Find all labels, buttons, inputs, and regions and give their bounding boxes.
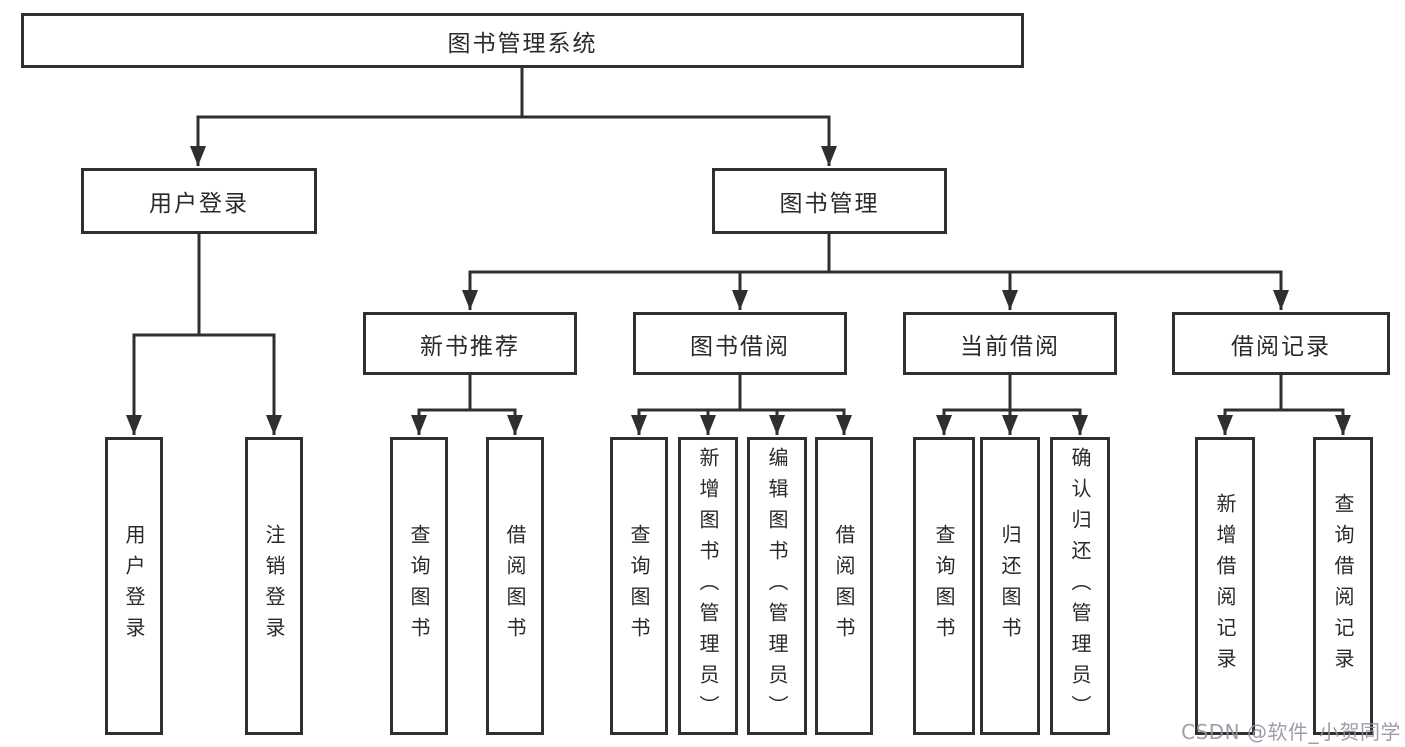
node-label: 查询图书 (407, 524, 431, 648)
node-leaf-return-book: 归还图书 (980, 437, 1040, 735)
node-book-management: 图书管理 (712, 168, 947, 234)
node-leaf-query-borrow-record: 查询借阅记录 (1313, 437, 1373, 735)
node-label: 新增图书（管理员） (696, 446, 720, 726)
node-label: 查询借阅记录 (1331, 493, 1355, 679)
node-label: 用户登录 (149, 191, 249, 217)
node-label: 用户登录 (122, 524, 146, 648)
node-label: 当前借阅 (960, 333, 1060, 360)
connector-book-borrow-children (631, 373, 852, 435)
node-label: 注销登录 (262, 524, 286, 648)
node-book-borrow: 图书借阅 (633, 312, 847, 375)
node-leaf-add-book-admin: 新增图书（管理员） (678, 437, 738, 735)
node-leaf-confirm-return-admin: 确认归还（管理员） (1050, 437, 1110, 735)
node-label: 图书借阅 (690, 333, 790, 360)
node-current-borrow: 当前借阅 (903, 312, 1117, 375)
node-leaf-borrow-books-2: 借阅图书 (815, 437, 873, 735)
node-leaf-borrow-books-1: 借阅图书 (486, 437, 544, 735)
connector-book-management-children (462, 232, 1289, 310)
node-leaf-edit-book-admin: 编辑图书（管理员） (747, 437, 807, 735)
node-label: 确认归还（管理员） (1068, 446, 1092, 726)
connector-borrow-records-children (1217, 373, 1351, 435)
node-label: 编辑图书（管理员） (765, 446, 789, 726)
node-root: 图书管理系统 (21, 13, 1024, 68)
node-borrow-records: 借阅记录 (1172, 312, 1390, 375)
connector-new-book-recommend-children (411, 373, 523, 435)
node-label: 图书管理 (779, 191, 880, 217)
node-leaf-query-books-3: 查询图书 (913, 437, 975, 735)
csdn-watermark: CSDN @软件_小贺同学 (1181, 720, 1401, 744)
node-label: 归还图书 (998, 524, 1022, 648)
connector-current-borrow-children (936, 373, 1088, 435)
node-label: 新增借阅记录 (1213, 493, 1237, 679)
node-leaf-query-books-1: 查询图书 (390, 437, 448, 735)
node-label: 借阅图书 (503, 524, 527, 648)
node-label: 新书推荐 (420, 333, 520, 360)
node-leaf-add-borrow-record: 新增借阅记录 (1195, 437, 1255, 735)
node-leaf-logout: 注销登录 (245, 437, 303, 735)
node-leaf-query-books-2: 查询图书 (610, 437, 668, 735)
connector-root-to-level2 (190, 66, 837, 166)
node-label: 借阅记录 (1231, 333, 1331, 360)
node-new-book-recommend: 新书推荐 (363, 312, 577, 375)
node-label: 图书管理系统 (447, 30, 598, 57)
node-label: 借阅图书 (832, 524, 856, 648)
node-user-login: 用户登录 (81, 168, 317, 234)
node-label: 查询图书 (627, 524, 651, 648)
node-label: 查询图书 (932, 524, 956, 648)
connector-user-login-children (126, 232, 282, 435)
node-leaf-user-login: 用户登录 (105, 437, 163, 735)
